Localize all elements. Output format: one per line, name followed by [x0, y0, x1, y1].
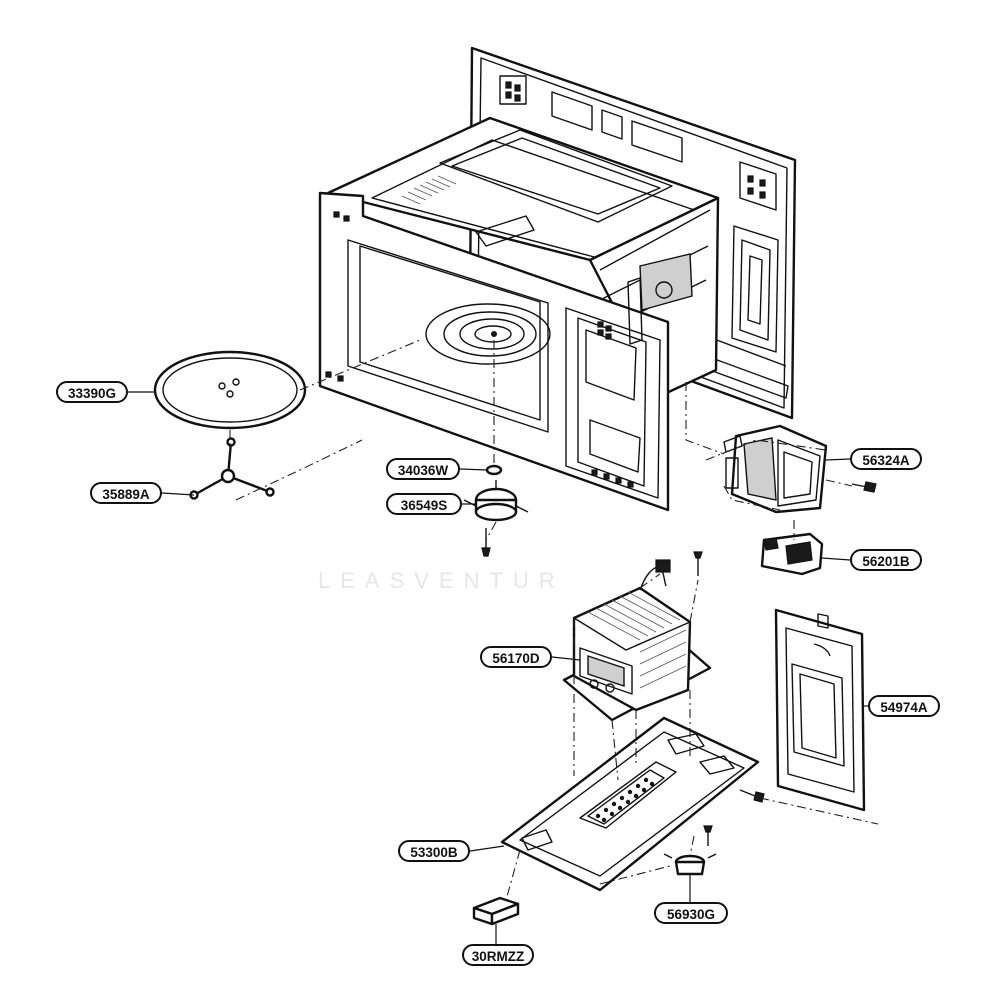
foot-block	[472, 896, 520, 926]
callout-36549s: 36549S	[386, 493, 462, 515]
coupler-washer	[485, 464, 503, 476]
callout-54974a: 54974A	[868, 695, 940, 717]
callout-53300b: 53300B	[398, 840, 470, 862]
thermal-protector	[760, 532, 824, 576]
watermark: LEASVENTUR	[318, 568, 565, 593]
callout-56930g: 56930G	[654, 902, 728, 924]
callout-30rmzz: 30RMZZ	[462, 944, 534, 966]
callout-35889a: 35889A	[90, 482, 162, 504]
roller-guide	[189, 437, 275, 500]
assembly-lines	[229, 339, 879, 901]
callout-56201b: 56201B	[850, 549, 922, 571]
turntable-motor	[463, 480, 529, 557]
leader-lines	[128, 391, 868, 944]
callout-56324a: 56324A	[850, 448, 922, 470]
side-shield	[774, 608, 866, 812]
callout-34036w: 34036W	[386, 458, 460, 480]
base-plate	[500, 716, 765, 892]
callout-33390g: 33390G	[56, 381, 128, 403]
turntable-tray	[153, 350, 307, 430]
magnetron	[723, 424, 877, 514]
front-frame	[318, 191, 693, 512]
transformer	[562, 551, 712, 722]
thermostat	[663, 825, 717, 876]
callout-56170d: 56170D	[480, 646, 552, 668]
